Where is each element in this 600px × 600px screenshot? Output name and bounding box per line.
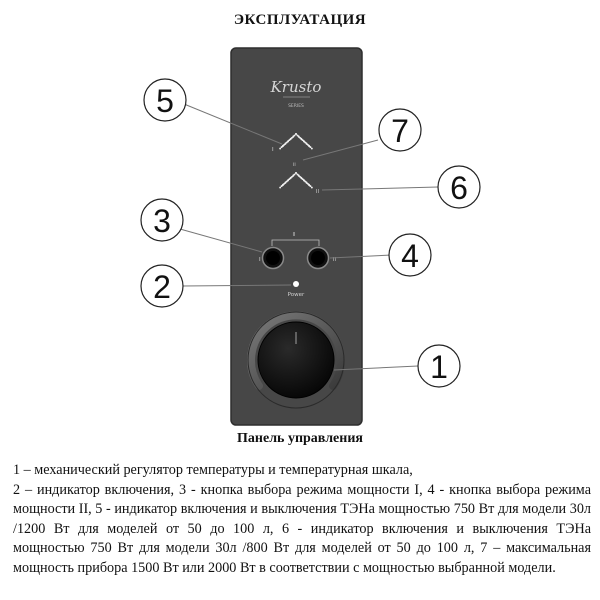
callout-7: 7 — [378, 108, 422, 152]
temperature-scale — [247, 311, 345, 409]
brand-logo: Krusto — [270, 78, 322, 96]
svg-text:1: 1 — [430, 349, 448, 385]
indicator-upper-sublabel: II — [293, 162, 296, 168]
svg-text:2: 2 — [153, 269, 171, 305]
control-panel-figure: Krusto SERIES I II II II I II Power — [140, 47, 481, 426]
power-mode-2-mark: II — [333, 257, 336, 263]
legend-text: 1 – механический регулятор температуры и… — [13, 461, 591, 579]
indicator-upper-mark: I — [272, 147, 274, 153]
svg-text:4: 4 — [401, 238, 419, 274]
page-title: ЭКСПЛУАТАЦИЯ — [233, 12, 367, 28]
callout-1: 1 — [417, 344, 461, 388]
power-indicator-led — [293, 281, 299, 287]
svg-text:5: 5 — [156, 83, 174, 119]
svg-text:7: 7 — [391, 113, 409, 149]
svg-text:6: 6 — [450, 170, 468, 206]
button-pair-bracket — [271, 239, 320, 246]
indicator-tenh-upper — [279, 133, 313, 150]
callout-leaders — [179, 103, 439, 371]
temperature-knob[interactable] — [257, 321, 335, 399]
power-mode-1-button[interactable] — [261, 246, 285, 270]
brand-series-label: SERIES — [288, 103, 304, 109]
callout-6: 6 — [437, 165, 481, 209]
power-indicator-label: Power — [288, 292, 305, 298]
indicator-lower-mark: II — [316, 189, 319, 195]
figure-caption: Панель управления — [237, 431, 363, 446]
callout-2: 2 — [140, 264, 184, 308]
callout-4: 4 — [388, 233, 432, 277]
legend-body: 2 – индикатор включения, 3 - кнопка выбо… — [13, 481, 591, 576]
button-pair-label: II — [293, 232, 296, 238]
callout-3: 3 — [140, 198, 184, 242]
svg-text:3: 3 — [153, 203, 171, 239]
power-mode-2-button[interactable] — [306, 246, 330, 270]
legend-line-1: 1 – механический регулятор температуры и… — [13, 462, 413, 478]
power-mode-1-mark: I — [259, 257, 261, 263]
indicator-tenh-lower — [279, 172, 313, 189]
callout-5: 5 — [143, 78, 187, 122]
